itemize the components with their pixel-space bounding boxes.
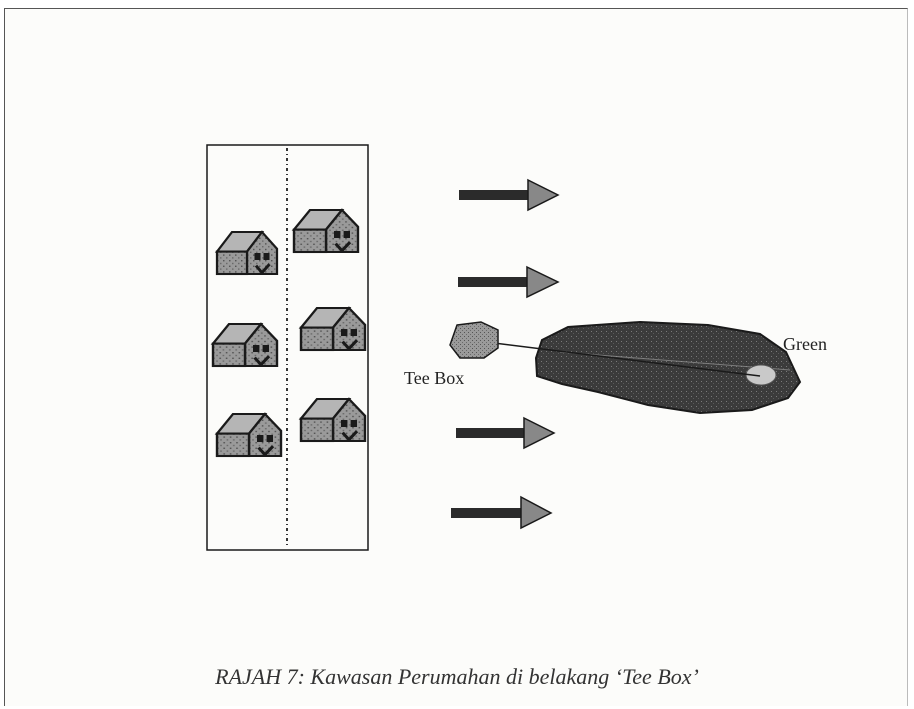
fairway [534,320,802,415]
shot-line [469,339,761,377]
house-icon [211,322,279,368]
arrow-icon [458,265,560,299]
arrow-icon [451,495,553,530]
house-icon [215,412,283,458]
house-icon [215,230,279,276]
tee-box-label: Tee Box [404,368,465,388]
house-icon [292,208,360,254]
housing-area-border [206,144,369,551]
green-label: Green [783,334,827,354]
figure-caption: RAJAH 7: Kawasan Perumahan di belakang ‘… [215,664,699,689]
house-icon [299,397,367,443]
arrow-icon [459,178,560,212]
house-icon [299,306,367,352]
tee-box [449,321,499,359]
arrow-icon [456,416,556,450]
